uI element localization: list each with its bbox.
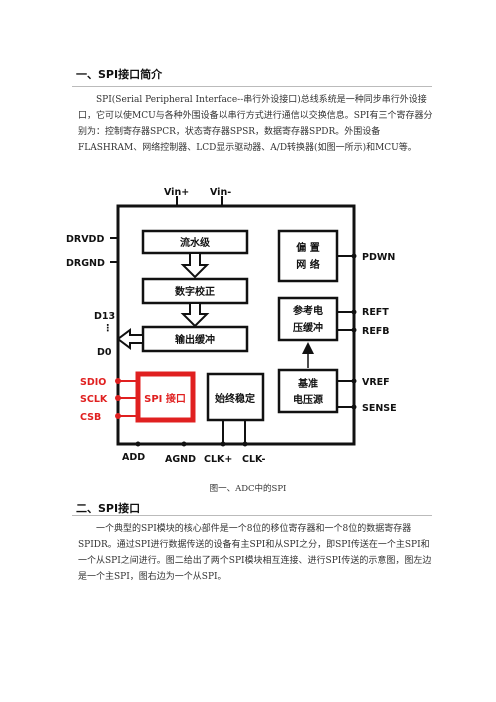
pin-drvdd: DRVDD <box>66 234 104 245</box>
section-2-paragraph: 一个典型的SPI模块的核心部件是一个8位的移位寄存器和一个8位的数据寄存器SPI… <box>78 524 432 582</box>
pin-vin-plus: Vin+ <box>164 187 189 198</box>
reference-source-block <box>277 368 339 414</box>
bias-label-line2: 网 络 <box>296 258 319 271</box>
pin-drgnd: DRGND <box>66 258 105 269</box>
pin-sclk: SCLK <box>80 394 108 405</box>
ref-source-label-line2: 电压源 <box>293 393 323 406</box>
pin-d13: D13 <box>94 311 115 322</box>
output-buffer-label: 输出缓冲 <box>175 333 215 346</box>
pin-csb: CSB <box>80 412 101 423</box>
arrow-down-icon <box>180 302 210 328</box>
section-1-paragraph: SPI(Serial Peripheral Interface--串行外设接口)… <box>78 95 433 153</box>
spi-interface-label: SPI 接口 <box>144 392 186 405</box>
heading-rule <box>72 86 432 87</box>
ref-source-label-line1: 基准 <box>297 377 318 390</box>
section-1-heading: 一、SPI接口简介 <box>76 68 163 81</box>
arrow-down-icon <box>180 252 210 279</box>
pin-pdwn: PDWN <box>362 252 395 263</box>
pin-sdio: SDIO <box>80 377 106 388</box>
spi-interface-block <box>135 371 196 423</box>
pin-agnd: AGND <box>165 454 196 465</box>
pin-clk-minus: CLK- <box>242 454 266 465</box>
pipeline-label: 流水级 <box>180 236 211 249</box>
clock-stabilizer-label: 始终稳定 <box>215 392 255 405</box>
heading-rule <box>72 515 432 516</box>
ref-buffer-label-line1: 参考电 <box>293 304 323 317</box>
pin-d0: D0 <box>97 347 112 358</box>
bus-dots: ⋮ <box>103 323 113 334</box>
pin-sense: SENSE <box>362 403 397 414</box>
section-2-heading: 二、SPI接口 <box>76 502 141 515</box>
arrow-left-icon <box>116 328 144 350</box>
digital-correction-label: 数字校正 <box>175 285 215 298</box>
digital-correction-block <box>141 277 249 305</box>
figure-caption: 图一、ADC中的SPI <box>209 484 287 494</box>
pin-add: ADD <box>122 452 145 463</box>
clock-stabilizer-block <box>206 372 265 422</box>
pin-reft: REFT <box>362 307 389 318</box>
pin-refb: REFB <box>362 326 390 337</box>
reference-buffer-block <box>277 296 339 342</box>
ref-buffer-label-line2: 压缓冲 <box>293 321 323 334</box>
pin-vin-minus: Vin- <box>210 187 231 198</box>
pin-clk-plus: CLK+ <box>204 454 232 465</box>
bias-label-line1: 偏 置 <box>296 241 319 254</box>
pin-vref: VREF <box>362 377 390 388</box>
bias-network-block <box>277 229 339 283</box>
